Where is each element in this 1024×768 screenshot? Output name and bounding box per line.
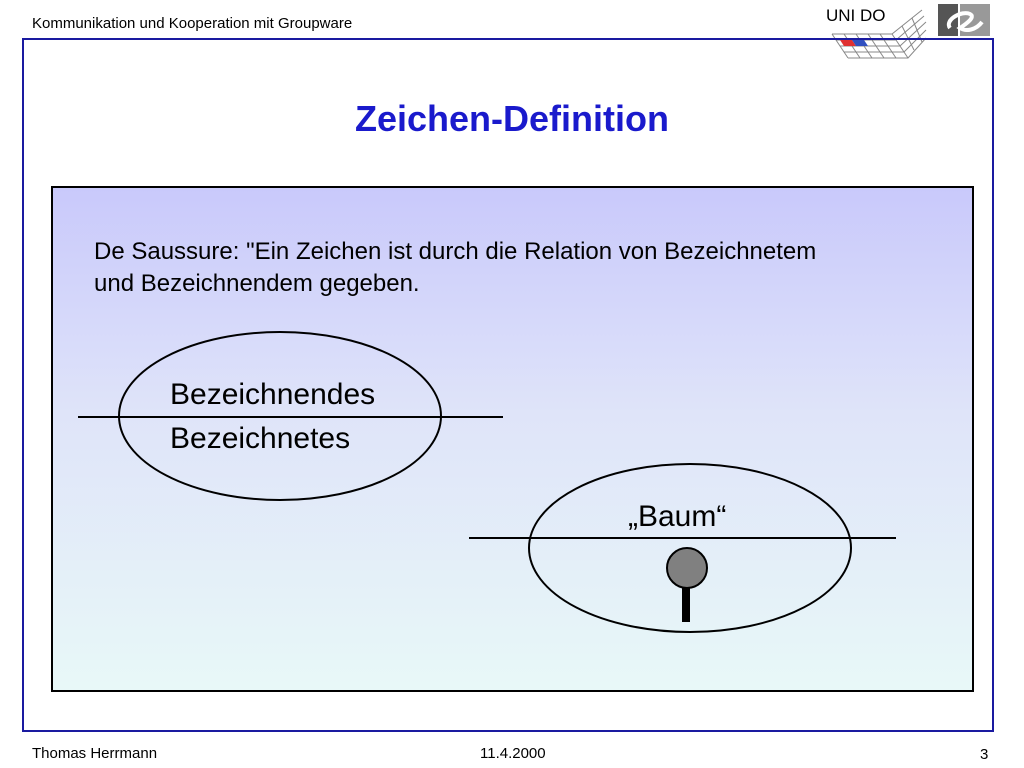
example-ellipse	[528, 463, 852, 633]
uni-do-logo-text: UNI DO	[826, 6, 886, 25]
page-number: 3	[980, 746, 989, 763]
signified-label: Bezeichnetes	[170, 422, 351, 455]
quote-line-1: De Saussure: "Ein Zeichen ist durch die …	[94, 238, 817, 265]
quote-line-2: und Bezeichnendem gegeben.	[94, 270, 420, 297]
footer-author: Thomas Herrmann	[32, 745, 158, 762]
uni-do-logo: UNI DO	[822, 4, 928, 62]
saussure-quote: De Saussure: "Ein Zeichen ist durch die …	[94, 236, 964, 300]
content-box	[51, 186, 974, 692]
slide-frame	[22, 38, 994, 732]
slide-title: Zeichen-Definition	[355, 98, 669, 139]
footer-date: 11.4.2000	[480, 745, 546, 762]
ig-logo	[936, 2, 992, 38]
grid-logo-icon	[831, 9, 927, 59]
example-word-label: „Baum“	[628, 500, 727, 533]
ig-logo-icon	[938, 4, 990, 36]
header-title: Kommunikation und Kooperation mit Groupw…	[32, 15, 353, 32]
signifier-label: Bezeichnendes	[170, 378, 376, 411]
tree-icon	[666, 547, 708, 622]
